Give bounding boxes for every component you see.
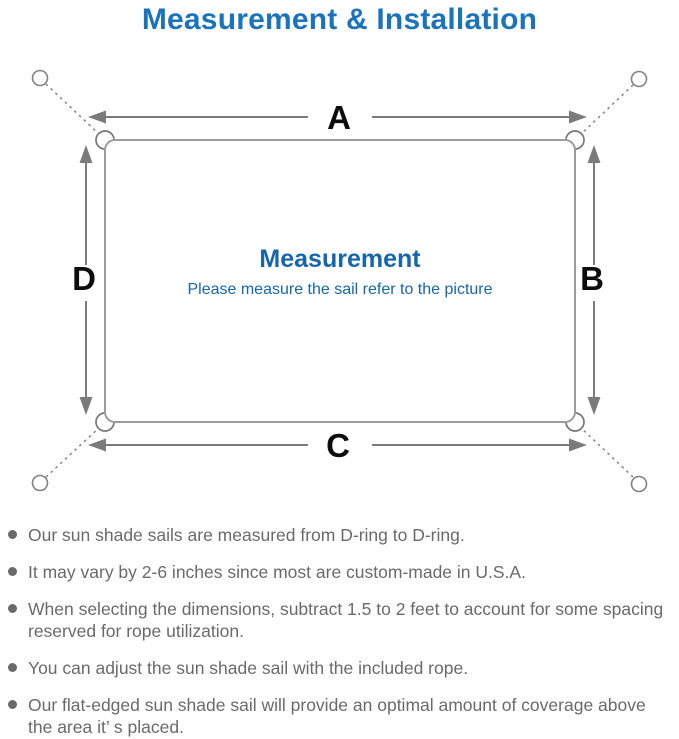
sail-diagram-svg: A C D B Measurement Please measure the s… <box>31 69 648 493</box>
anchor-point-icon-bottom-left <box>31 474 49 492</box>
list-item: Our flat-edged sun shade sail will provi… <box>8 694 673 738</box>
anchor-point-icon-top-left <box>31 69 49 87</box>
dimension-label-c: C <box>326 427 350 464</box>
rope-line-bottom-left <box>45 425 102 478</box>
note-text: You can adjust the sun shade sail with t… <box>28 658 469 678</box>
bullet-dot-icon <box>8 700 17 709</box>
bullet-dot-icon <box>8 530 17 539</box>
rope-line-bottom-right <box>578 425 634 478</box>
page-title: Measurement & Installation <box>141 3 538 36</box>
dimension-label-b: B <box>580 260 604 297</box>
dimension-arrow-a <box>88 110 587 124</box>
list-item: Our sun shade sails are measured from D-… <box>8 524 673 546</box>
list-item: You can adjust the sun shade sail with t… <box>8 657 673 679</box>
sail-outline-rect <box>104 139 576 423</box>
sail-measurement-diagram: A C D B Measurement Please measure the s… <box>0 55 679 515</box>
dimension-arrow-d <box>79 145 93 415</box>
diagram-center-title: Measurement <box>259 245 421 273</box>
anchor-point-icon-bottom-right <box>630 475 648 493</box>
note-text: It may vary by 2-6 inches since most are… <box>28 562 526 582</box>
bullet-dot-icon <box>8 604 17 613</box>
rope-line-top-right <box>578 84 634 137</box>
anchor-point-icon-top-right <box>630 70 648 88</box>
note-text: Our sun shade sails are measured from D-… <box>28 525 465 545</box>
dimension-arrow-c <box>88 438 587 452</box>
dimension-label-a: A <box>327 99 351 136</box>
list-item: When selecting the dimensions, subtract … <box>8 598 673 642</box>
measurement-notes-list: Our sun shade sails are measured from D-… <box>8 524 673 739</box>
bullet-dot-icon <box>8 663 17 672</box>
list-item: It may vary by 2-6 inches since most are… <box>8 561 673 583</box>
bullet-dot-icon <box>8 567 17 576</box>
diagram-center-subtitle: Please measure the sail refer to the pic… <box>187 281 492 298</box>
dimension-arrow-b <box>587 145 601 415</box>
note-text: Our flat-edged sun shade sail will provi… <box>28 695 646 737</box>
note-text: When selecting the dimensions, subtract … <box>28 599 664 641</box>
rope-line-top-left <box>45 83 102 137</box>
dimension-label-d: D <box>72 260 96 297</box>
